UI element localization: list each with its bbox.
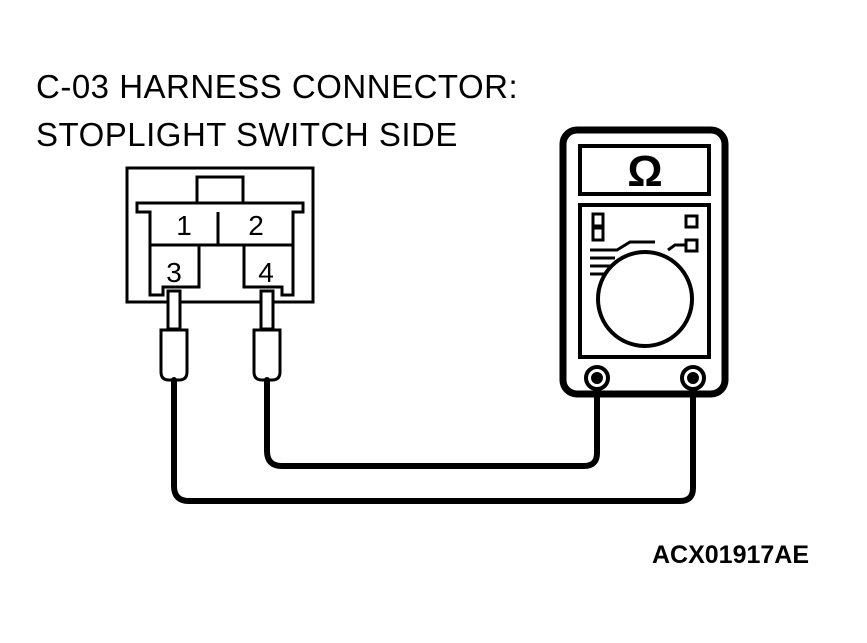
range-mark [590,240,655,252]
connector-latch [195,175,245,205]
pin-label-2: 2 [248,210,264,241]
figure-reference-code: ACX01917AE [652,541,810,569]
connector-cavity-outline [135,201,305,297]
probe-tip-left [166,289,182,331]
pin-label-4: 4 [258,257,274,288]
range-mark [667,243,686,252]
meter-jacks [584,365,706,391]
ohmmeter: Ω [559,126,729,398]
meter-display [578,144,711,196]
probe-handle-right [252,328,282,382]
indicator-square-icon [684,238,699,253]
pin-labels: 1 2 3 4 [166,210,274,288]
indicator-square-icon [591,212,605,228]
test-probe-left [159,289,189,382]
probe-tip-right [259,289,275,331]
wire-pin3-to-meter [171,377,696,504]
pin-label-3: 3 [166,257,182,288]
indicator-square-icon [591,226,605,242]
wire-pin4-to-meter [264,377,600,469]
ohm-symbol-icon: Ω [627,147,662,196]
test-leads-wires [171,377,696,504]
jack-com-core [591,372,603,384]
jack-v-ohm-core [687,372,699,384]
meter-indicators [591,212,699,253]
pin-label-1: 1 [176,210,192,241]
test-probe-right [252,289,282,382]
harness-connector [125,166,315,304]
diagram-title-line-1: C-03 HARNESS CONNECTOR: [36,68,519,105]
probe-handle-left [159,328,189,382]
connector-housing [125,166,315,304]
selector-dial [596,250,694,348]
indicator-square-icon [684,214,699,229]
diagram-title-line-2: STOPLIGHT SWITCH SIDE [36,116,458,153]
